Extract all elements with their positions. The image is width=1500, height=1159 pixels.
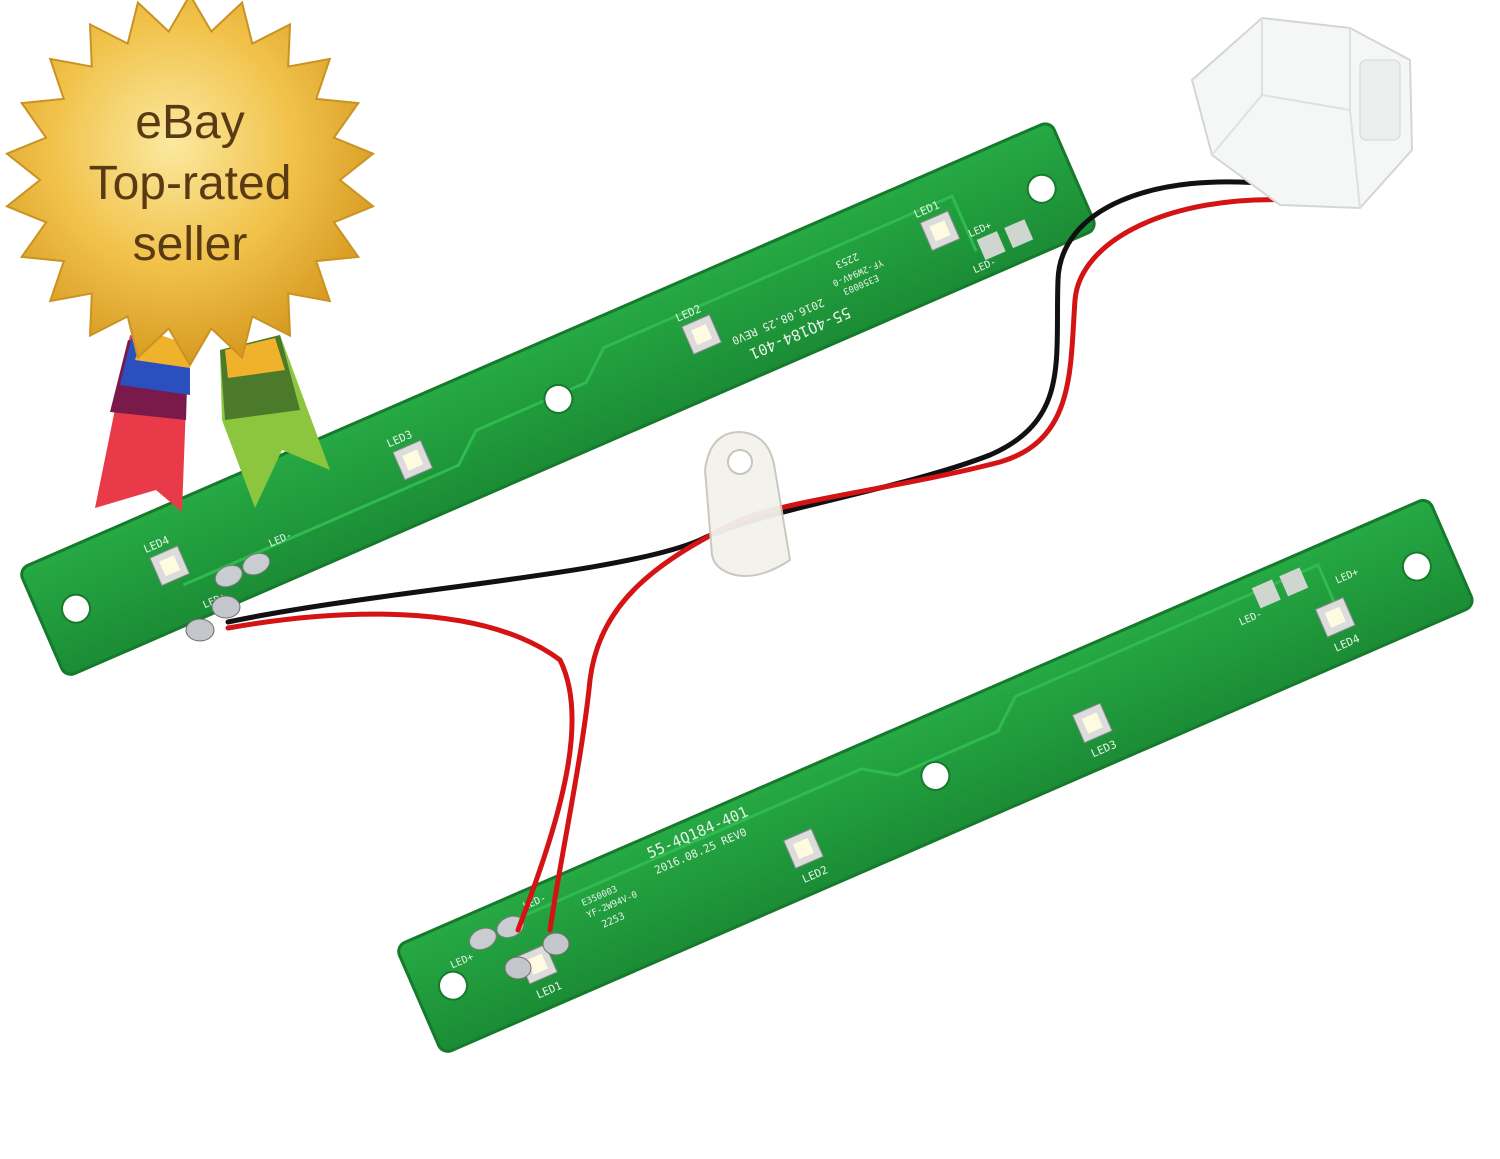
solder-pad: [1279, 567, 1309, 597]
pcb-upper-trace: [182, 194, 978, 587]
led-chip: [149, 545, 191, 587]
top-rated-badge: [4, 0, 376, 512]
molex-connector: [1190, 16, 1414, 210]
mount-hole: [438, 970, 469, 1001]
wire-red: [547, 197, 1293, 933]
ribbon-left: [95, 330, 190, 512]
led-chip: [919, 210, 961, 252]
wire-black: [225, 179, 1283, 625]
solder-pad: [1251, 579, 1281, 609]
solder-joint: [542, 932, 570, 956]
solder-joint: [185, 618, 215, 642]
mount-hole: [920, 760, 951, 791]
badge-starburst: [4, 0, 376, 367]
solder-joint: [242, 552, 271, 576]
solder-joint: [468, 927, 497, 951]
cable-clip: [703, 430, 792, 577]
solder-joint: [504, 956, 532, 980]
pcb-lower-trace: [512, 562, 1342, 922]
solder-pad: [1004, 219, 1034, 249]
wire-red: [225, 611, 575, 933]
mount-hole: [543, 383, 574, 414]
pcb-lower: LED1 LED2 LED3 LED4 55-4Q184-401 2016.08…: [397, 498, 1474, 1053]
led-chip: [681, 314, 722, 355]
mount-hole: [61, 593, 92, 624]
pcb-upper: LED4 LED3 LED2 LED1 55-4Q184-401 2016.08…: [20, 122, 1096, 676]
led-chip: [1071, 702, 1113, 744]
wire-harness: [225, 179, 1293, 933]
led-chip: [783, 828, 824, 869]
mount-hole: [1401, 551, 1432, 582]
solder-joint: [211, 595, 241, 619]
led-chip: [392, 439, 434, 481]
led-chip: [1314, 596, 1356, 638]
solder-joint: [214, 564, 243, 588]
solder-pad: [976, 231, 1006, 261]
mount-hole: [1026, 173, 1057, 204]
